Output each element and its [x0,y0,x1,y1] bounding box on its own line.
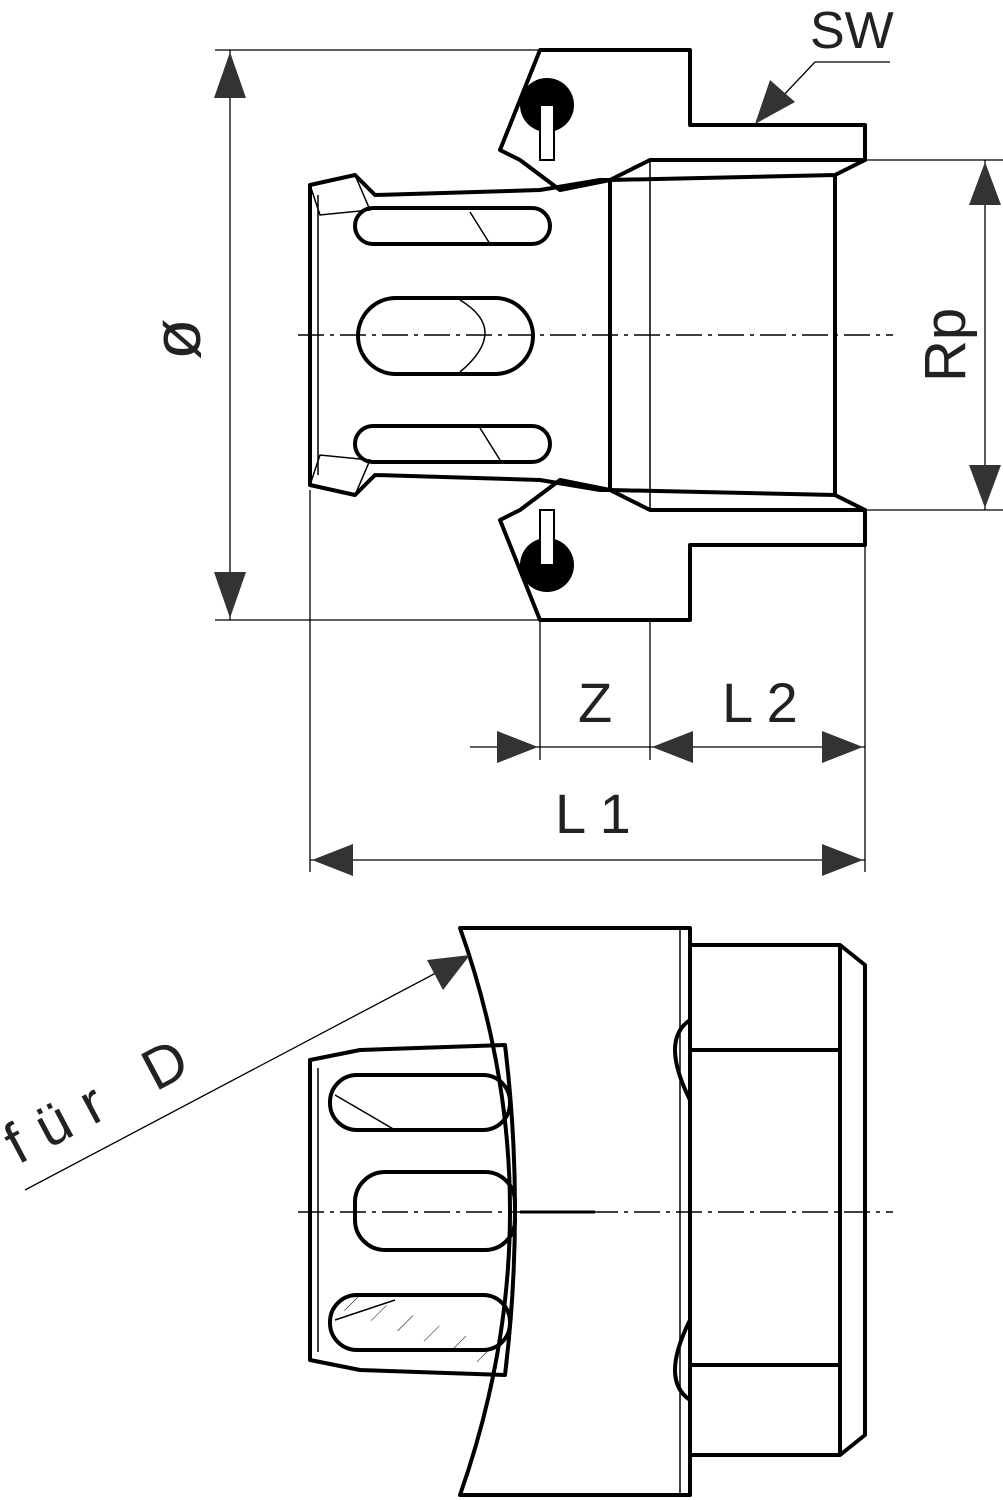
rp-label: Rp [913,308,978,382]
collar [458,926,692,1497]
ext-slot-upper [328,1073,512,1132]
fuer-d-label: für D [0,1018,215,1177]
slot-middle [356,296,535,376]
z-label: Z [578,671,612,734]
sw-label: SW [810,2,894,60]
l2-label: L 2 [722,671,798,734]
exterior-view: für D [0,926,893,1497]
slot-upper [353,206,552,246]
diameter-label: ø [139,318,215,360]
ext-slot-middle [353,1170,517,1252]
l1-label: L 1 [555,782,631,845]
section-view [298,48,893,622]
ext-slot-lower [328,1293,512,1352]
dimensions: ø Rp SW Z L 2 L 1 [139,2,1003,876]
slot-lower [353,424,552,464]
